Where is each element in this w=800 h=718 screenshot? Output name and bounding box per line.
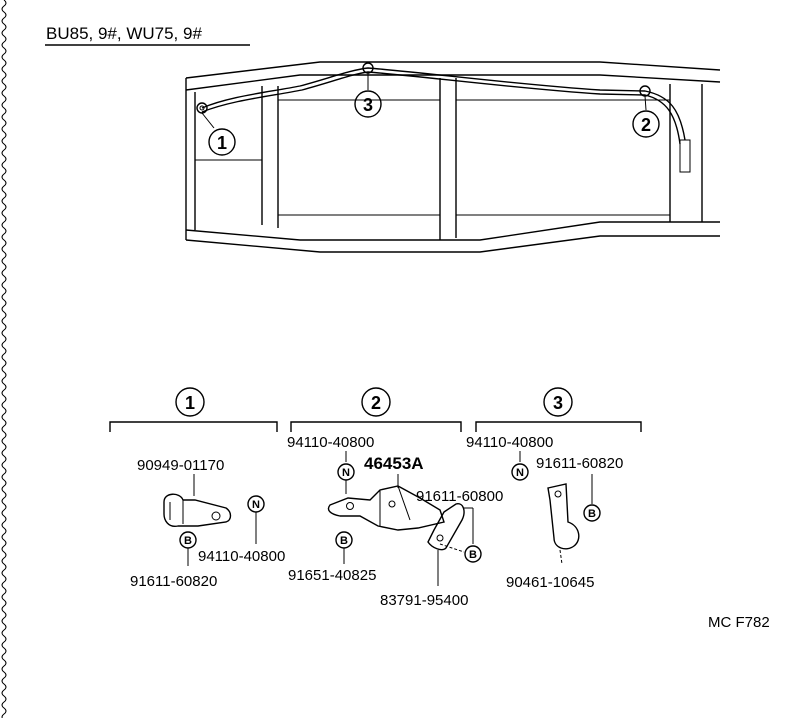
bolt-symbol: B — [583, 504, 601, 522]
svg-text:B: B — [588, 508, 596, 520]
svg-text:N: N — [342, 467, 350, 479]
part-91611-60820: 91611-60820 — [536, 455, 623, 472]
part-91611-60800: 91611-60800 — [416, 488, 503, 505]
part-90461-10645: 90461-10645 — [506, 574, 594, 591]
group-3-header: 3 — [475, 387, 642, 432]
nut-symbol: N — [337, 463, 355, 481]
svg-text:B: B — [340, 535, 348, 547]
svg-text:1: 1 — [185, 393, 195, 413]
part-94110-40800: 94110-40800 — [198, 548, 285, 565]
clip-part-drawing — [427, 503, 465, 551]
clamp-part-drawing — [163, 493, 232, 528]
svg-text:3: 3 — [363, 95, 373, 115]
group-2-header: 2 — [290, 387, 462, 432]
nut-symbol: N — [511, 463, 529, 481]
svg-text:B: B — [184, 535, 192, 547]
callout-3: 3 — [354, 90, 382, 118]
part-90949-01170: 90949-01170 — [137, 457, 224, 474]
group-2: 94110-40800 N 46453A 91611-60800 B B 91 — [287, 434, 503, 609]
group-1-header: 1 — [109, 387, 278, 432]
figure-code: MC F782 — [708, 614, 770, 631]
part-46453A: 46453A — [364, 454, 424, 473]
svg-text:1: 1 — [217, 133, 227, 153]
diagram-title: BU85, 9#, WU75, 9# — [46, 24, 202, 43]
svg-text:N: N — [516, 467, 524, 479]
svg-text:2: 2 — [641, 115, 651, 135]
part-83791-95400: 83791-95400 — [380, 592, 468, 609]
group-3: 94110-40800 N 91611-60820 B 90461-10645 — [466, 434, 623, 591]
nut-symbol: N — [247, 495, 265, 513]
callout-1: 1 — [208, 128, 236, 156]
part-94110-40800: 94110-40800 — [287, 434, 374, 451]
svg-text:B: B — [469, 549, 477, 561]
bolt-symbol: B — [464, 545, 482, 563]
left-border — [1, 0, 7, 718]
bolt-symbol: B — [179, 531, 197, 549]
svg-text:2: 2 — [371, 393, 381, 413]
part-91651-40825: 91651-40825 — [288, 567, 376, 584]
part-94110-40800: 94110-40800 — [466, 434, 553, 451]
svg-text:3: 3 — [553, 393, 563, 413]
part-91611-60820: 91611-60820 — [130, 573, 217, 590]
bolt-symbol: B — [335, 531, 353, 549]
hook-clamp-drawing — [547, 483, 580, 550]
frame-drawing — [185, 61, 721, 253]
callout-2: 2 — [632, 110, 660, 138]
bracket-part-drawing — [327, 485, 445, 531]
group-1: 90949-01170 N 94110-40800 B 91611-60820 — [130, 457, 285, 590]
svg-text:N: N — [252, 499, 260, 511]
